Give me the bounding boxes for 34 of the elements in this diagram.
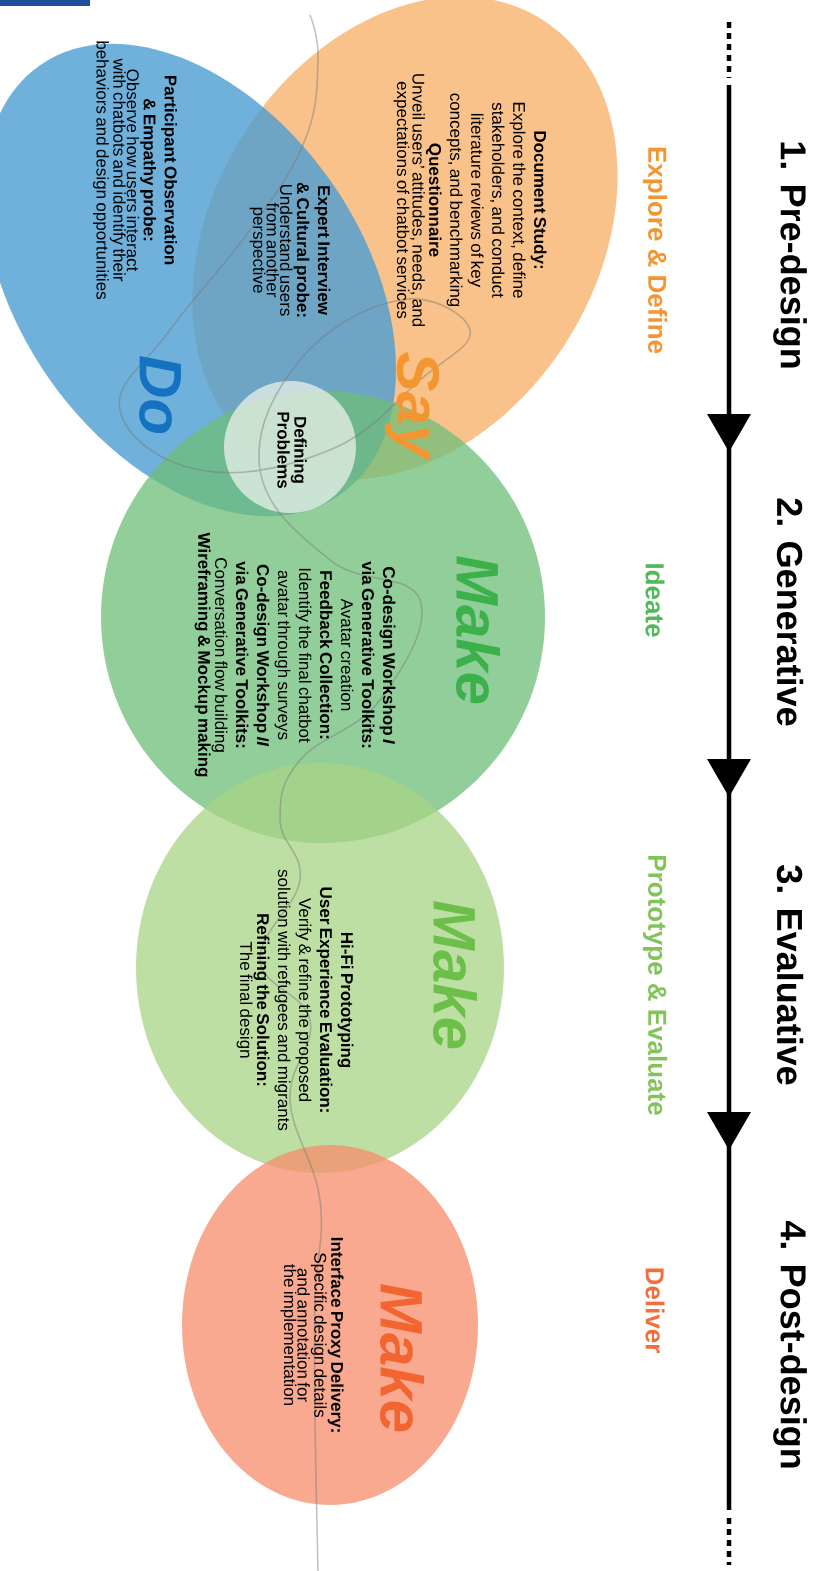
big-word: Do [139, 356, 181, 434]
node-label: Explore the context, define stakeholders, and conduct literature reviews of key concepts, and benchmarking [446, 93, 526, 307]
node-label: Unveil users’ attitudes, needs, and expectations of chatbot services [393, 74, 425, 327]
method-list: Document Study: Explore the context, define stakeholders, and conduct literature reviews of key concepts, and benchmarking Questionnaire Unveil users’ attitudes, needs, and expectations of chatbot services [393, 74, 547, 326]
node-label: Document Study: [530, 131, 547, 269]
phase-title: 2. Generative [776, 498, 804, 726]
big-word: Make [456, 556, 501, 704]
node-label: Refining the Solution: [253, 914, 270, 1086]
method-list: Hi-Fi Prototyping User Experience Evaluation: Verify & refine the proposed solution with refugees and migrants Refining the Solution: The final design [236, 869, 354, 1131]
big-word: Make [433, 901, 478, 1049]
make-ellipse [182, 1145, 478, 1505]
node-label: Questionnaire [425, 143, 442, 257]
phase-subtitle: Deliver [645, 1268, 665, 1353]
phase-subtitle: Prototype & Evaluate [642, 856, 668, 1115]
node-label: The final design [236, 941, 253, 1058]
phase-subtitle: Ideate [645, 564, 665, 637]
circle-label: Defining Problems [277, 412, 307, 489]
method-list: Expert Interview & Cultural probe: Understand users from another perspective [249, 182, 331, 317]
node-label: Avatar creation [340, 598, 354, 711]
big-word: Make [380, 1284, 425, 1432]
node-label: Feedback Collection: [319, 571, 333, 739]
phase-title: 1. Pre-design [773, 142, 807, 368]
method-list: Interface Proxy Delivery: Specific design details and annotation for the implementation [280, 1237, 344, 1432]
big-word: Say [384, 352, 440, 461]
phase-title: 4. Post-design [773, 1220, 807, 1468]
phase-subtitle: Explore & Define [642, 147, 668, 354]
node-label: Identify the final chatbot avatar through surveys [274, 568, 312, 743]
node-label: Conversation flow building [211, 558, 228, 752]
node-label: Wireframing & Mockup making [194, 532, 211, 777]
node-label: User Experience Evaluation: [316, 887, 333, 1112]
phase-title: 3. Evaluative [776, 865, 804, 1085]
node-label: Verify & refine the proposed solution with refugees and migrants [274, 869, 312, 1131]
method-list: Participant Observation & Empathy probe: Observe how users interact with chatbots and identify their behaviors and design opportunities [93, 41, 177, 300]
node-label: Hi-Fi Prototyping [337, 932, 354, 1068]
